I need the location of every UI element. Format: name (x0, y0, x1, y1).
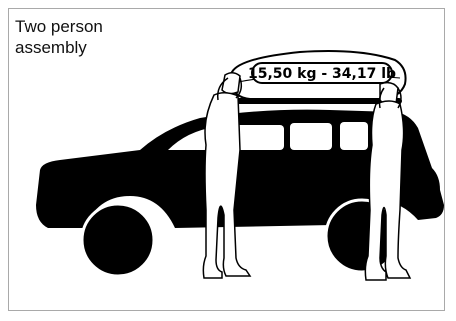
weight-badge: 15,50 kg - 34,17 lb (248, 63, 396, 83)
weight-label: 15,50 kg - 34,17 lb (248, 66, 396, 82)
